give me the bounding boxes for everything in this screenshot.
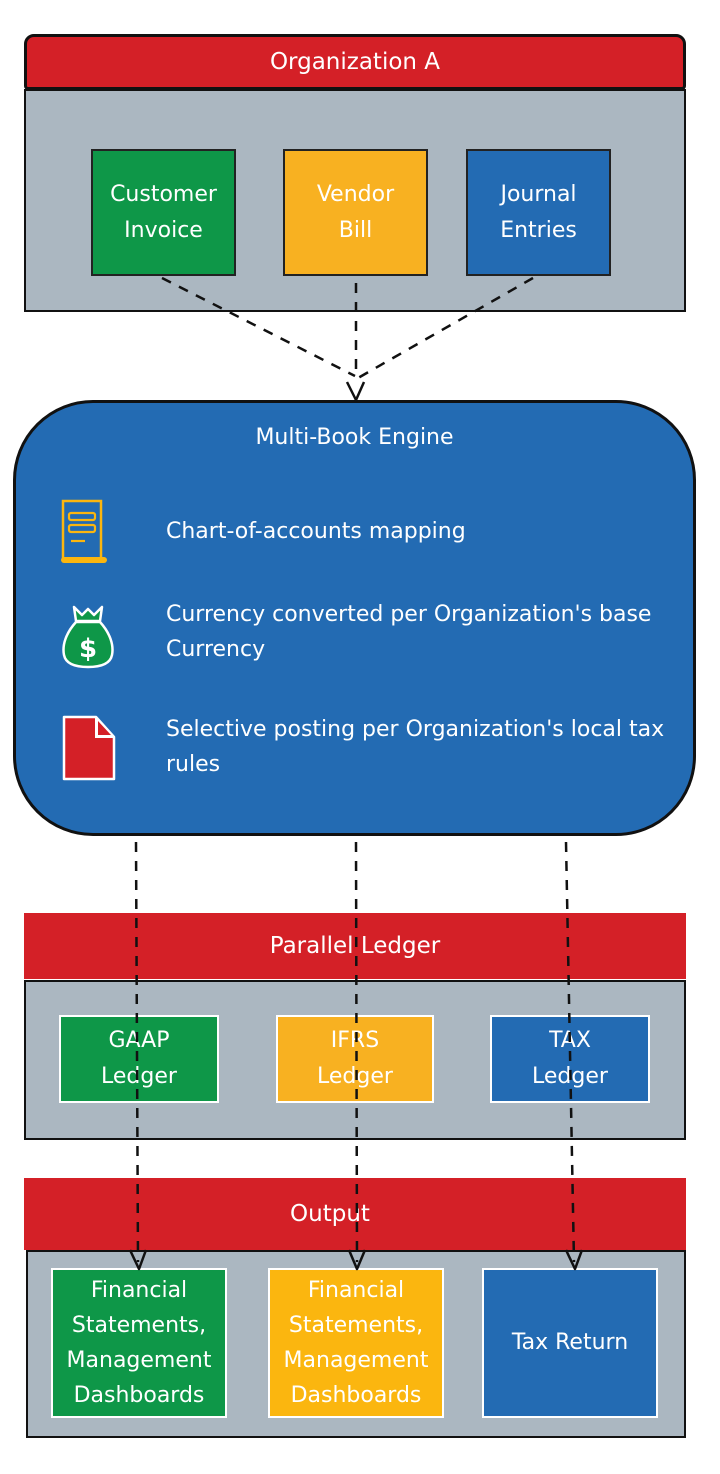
- financial-statements-box-gaap: Financial Statements, Management Dashboa…: [51, 1268, 227, 1418]
- journal-entries-box: Journal Entries: [466, 149, 611, 276]
- journal-entries-label: Journal Entries: [500, 181, 577, 243]
- ifrs-ledger-box: IFRS Ledger: [276, 1015, 434, 1103]
- vendor-bill-label: Vendor Bill: [316, 181, 395, 243]
- tax-return-label: Tax Return: [511, 1330, 629, 1355]
- tax-ledger-box: TAX Ledger: [490, 1015, 650, 1103]
- organization-title: Organization A: [269, 49, 441, 75]
- ifrs-ledger-label: IFRS Ledger: [317, 1028, 393, 1089]
- financial-statements-box-ifrs: Financial Statements, Management Dashboa…: [268, 1268, 444, 1418]
- svg-text:$: $: [79, 634, 97, 664]
- engine-title: Multi-Book Engine: [255, 425, 454, 450]
- multi-book-engine: Multi-Book Engine Chart-of-accounts mapp…: [13, 400, 696, 836]
- feature-coa-mapping: Chart-of-accounts mapping: [166, 519, 466, 544]
- financial-statements-label-ifrs: Financial Statements, Management Dashboa…: [283, 1278, 429, 1408]
- financial-statements-label-gaap: Financial Statements, Management Dashboa…: [66, 1278, 212, 1408]
- output-banner: Output: [24, 1178, 686, 1250]
- arrowhead-engine: [345, 381, 366, 402]
- parallel-ledger-title: Parallel Ledger: [269, 933, 441, 959]
- red-file-icon: [62, 715, 116, 781]
- parallel-ledger-banner: Parallel Ledger: [24, 913, 686, 979]
- organization-banner: Organization A: [24, 34, 686, 90]
- feature-currency-conversion: Currency converted per Organization's ba…: [166, 602, 652, 662]
- vendor-bill-box: Vendor Bill: [283, 149, 428, 276]
- tax-ledger-label: TAX Ledger: [532, 1028, 608, 1089]
- tax-return-box: Tax Return: [482, 1268, 658, 1418]
- gaap-ledger-box: GAAP Ledger: [59, 1015, 219, 1103]
- output-title: Output: [290, 1201, 370, 1227]
- customer-invoice-label: Customer Invoice: [110, 181, 217, 243]
- money-bag-icon: $: [60, 603, 116, 669]
- feature-selective-posting: Selective posting per Organization's loc…: [166, 717, 665, 777]
- gaap-ledger-label: GAAP Ledger: [101, 1028, 177, 1089]
- customer-invoice-box: Customer Invoice: [91, 149, 236, 276]
- document-list-icon: [61, 499, 123, 567]
